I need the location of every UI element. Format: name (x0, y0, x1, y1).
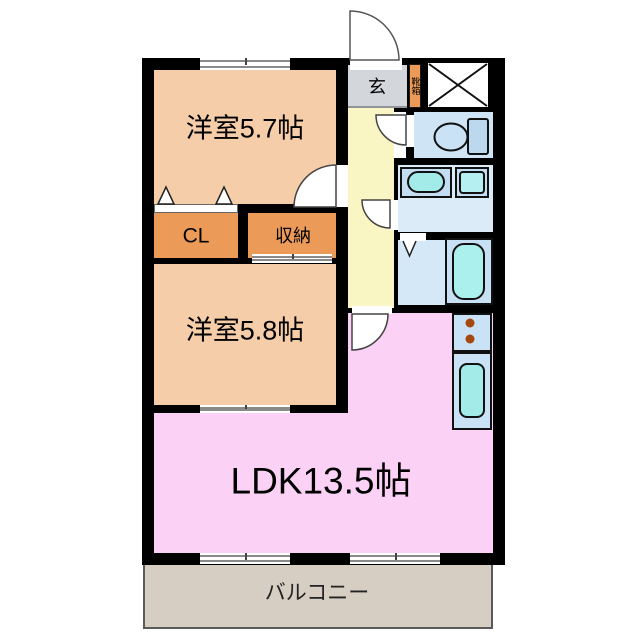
toilet-hall (394, 112, 406, 158)
washing-machine-drum-icon (459, 171, 485, 194)
room-toilet (414, 112, 493, 158)
bedroom1-door-gap (336, 165, 348, 207)
corridor (348, 108, 394, 308)
bathtub-icon (452, 243, 485, 300)
washroom-door-gap (390, 200, 398, 230)
bedroom2-sliding-door (200, 405, 290, 413)
ldk-window-right (350, 553, 440, 564)
storage-sliding-door (252, 254, 332, 263)
ldk-window-left (200, 553, 290, 564)
bathroom-folding-door-gap (400, 233, 426, 241)
bedroom1-label: 洋室5.7帖 (185, 113, 305, 144)
room-ldk-main (154, 413, 493, 553)
vanity-sink-icon (407, 171, 445, 193)
entrance-door-arc-icon (349, 10, 400, 61)
ldk-label: LDK13.5帖 (230, 460, 412, 502)
room-entrance (348, 65, 407, 108)
closet-bifold-door (154, 204, 238, 213)
bedroom1-window (200, 58, 290, 70)
pipe-shaft-box (428, 63, 488, 107)
toilet-door-gap (406, 115, 414, 147)
bedroom2-label: 洋室5.8帖 (185, 315, 305, 346)
room-bedroom2 (154, 264, 336, 405)
balcony-label: バルコニー (264, 581, 370, 605)
ldk-door-gap (352, 306, 392, 314)
entrance-door-gap (350, 58, 402, 70)
kitchen-sink-icon (459, 363, 485, 418)
shoe-box (409, 64, 421, 108)
entrance-label: 玄 (368, 77, 386, 97)
stove-icon (452, 313, 492, 352)
room-storage (248, 213, 336, 258)
shoe-box-label: 靴箱 (410, 77, 421, 95)
room-closet-cl (154, 213, 238, 258)
storage-label: 収納 (275, 226, 311, 246)
closet-label: CL (182, 224, 210, 248)
